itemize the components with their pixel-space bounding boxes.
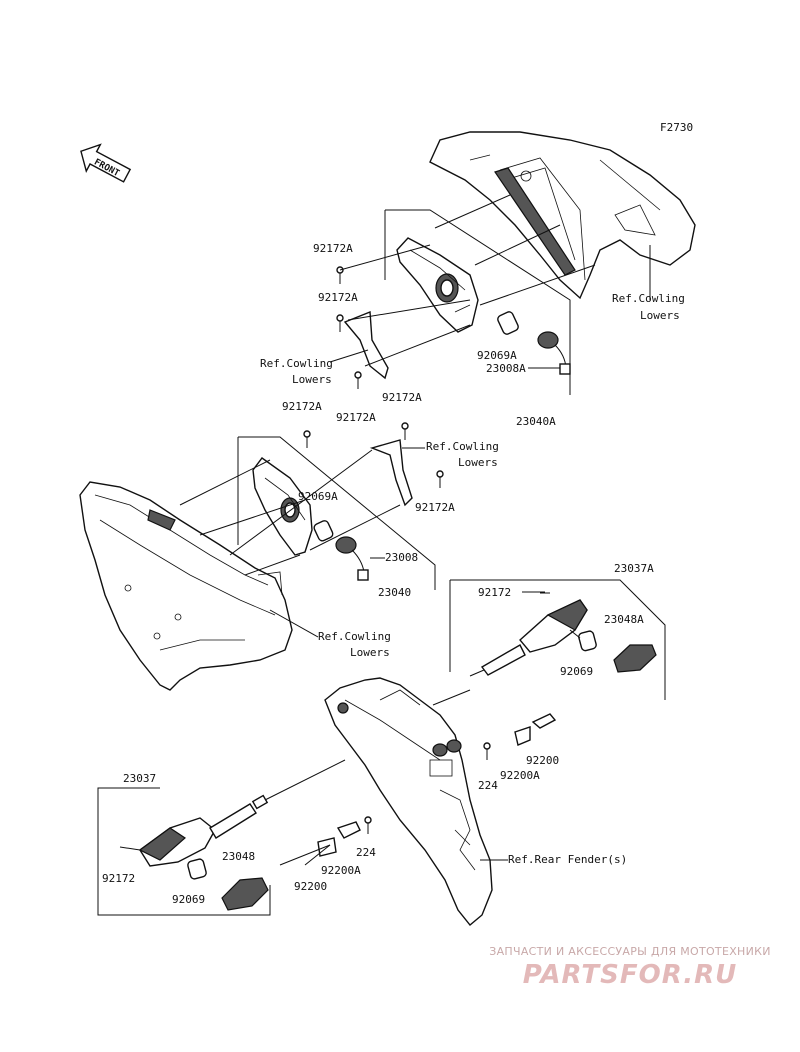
label-23037A: 23037A bbox=[614, 562, 654, 575]
upper-bulb bbox=[497, 311, 519, 335]
label-23048: 23048 bbox=[222, 850, 255, 863]
right-bulb bbox=[578, 630, 597, 652]
watermark-subtitle: ЗАПЧАСТИ И АКСЕССУАРЫ ДЛЯ МОТОТЕХНИКИ bbox=[489, 945, 771, 958]
label-ref-cowling-3: Ref.Cowling bbox=[426, 440, 499, 453]
label-23008A: 23008A bbox=[486, 362, 526, 375]
label-lowers-1: Lowers bbox=[640, 309, 680, 322]
label-40: 23040 bbox=[378, 586, 411, 599]
right-lens bbox=[613, 644, 657, 673]
label-92200A-a: 92200A bbox=[500, 769, 540, 782]
label-ref-cowling-1: Ref.Cowling bbox=[612, 292, 685, 305]
label-92200A-b: 92200A bbox=[321, 864, 361, 877]
label-lowers-4: Lowers bbox=[350, 646, 390, 659]
plate-left bbox=[279, 816, 372, 866]
front-arrow-icon: FRONT bbox=[80, 143, 132, 183]
label-92172A-1: 92172A bbox=[313, 242, 353, 255]
label-lowers-2: Lowers bbox=[292, 373, 332, 386]
left-turn-signal bbox=[119, 794, 269, 867]
right-signal-frame bbox=[432, 579, 666, 706]
label-92069A-1: 92069A bbox=[477, 349, 517, 362]
label-92172-b: 92172 bbox=[102, 872, 135, 885]
label-23037: 23037 bbox=[123, 772, 156, 785]
left-bulb bbox=[187, 858, 207, 880]
label-92069A-2: 92069A bbox=[298, 490, 338, 503]
label-92172A-6: 92172A bbox=[415, 501, 455, 514]
label-ref-rear-fender: Ref.Rear Fender(s) bbox=[508, 853, 627, 866]
label-224-b: 224 bbox=[356, 846, 376, 859]
watermark-brand: PARTSFOR.RU bbox=[522, 960, 738, 990]
part-labels: 92172A 92172A Ref.Cowling Lowers Ref.Cow… bbox=[102, 242, 685, 906]
lower-bracket bbox=[369, 439, 413, 507]
lower-socket bbox=[335, 536, 369, 581]
label-92172A-3: 92172A bbox=[336, 411, 376, 424]
upper-socket bbox=[537, 331, 571, 375]
lower-bulb bbox=[313, 520, 334, 542]
label-92069-b: 92069 bbox=[172, 893, 205, 906]
upper-screws bbox=[336, 266, 362, 389]
lower-cowling-panel bbox=[79, 481, 293, 691]
label-92172A-5: 92172A bbox=[282, 400, 322, 413]
label-lowers-3: Lowers bbox=[458, 456, 498, 469]
left-lens bbox=[221, 877, 269, 911]
lower-callout-frame bbox=[179, 436, 436, 590]
upper-cowling-panel bbox=[429, 131, 696, 300]
upper-bracket bbox=[343, 310, 389, 380]
right-turn-signal bbox=[469, 592, 588, 677]
label-23008: 23008 bbox=[385, 551, 418, 564]
label-92069-a: 92069 bbox=[560, 665, 593, 678]
lower-screws bbox=[303, 422, 444, 488]
watermark: ЗАПЧАСТИ И АКСЕССУАРЫ ДЛЯ МОТОТЕХНИКИ PA… bbox=[470, 945, 790, 990]
label-92200-b: 92200 bbox=[294, 880, 327, 893]
figure-code: F2730 bbox=[660, 121, 693, 134]
plate-right bbox=[483, 713, 557, 760]
label-92172-a: 92172 bbox=[478, 586, 511, 599]
left-signal-frame bbox=[97, 759, 346, 916]
lower-turn-signal-housing bbox=[252, 457, 313, 556]
label-224-a: 224 bbox=[478, 779, 498, 792]
leader-lines bbox=[269, 245, 651, 861]
label-92172A-4: 92172A bbox=[382, 391, 422, 404]
label-92172A-2: 92172A bbox=[318, 291, 358, 304]
upper-turn-signal-housing bbox=[396, 237, 479, 333]
label-ref-cowling-4: Ref.Cowling bbox=[318, 630, 391, 643]
label-23048A: 23048A bbox=[604, 613, 644, 626]
upper-callout-frame bbox=[339, 194, 596, 395]
rear-fender bbox=[324, 677, 493, 926]
label-23040A: 23040A bbox=[516, 415, 556, 428]
label-92200-a: 92200 bbox=[526, 754, 559, 767]
label-ref-cowling-2: Ref.Cowling bbox=[260, 357, 333, 370]
